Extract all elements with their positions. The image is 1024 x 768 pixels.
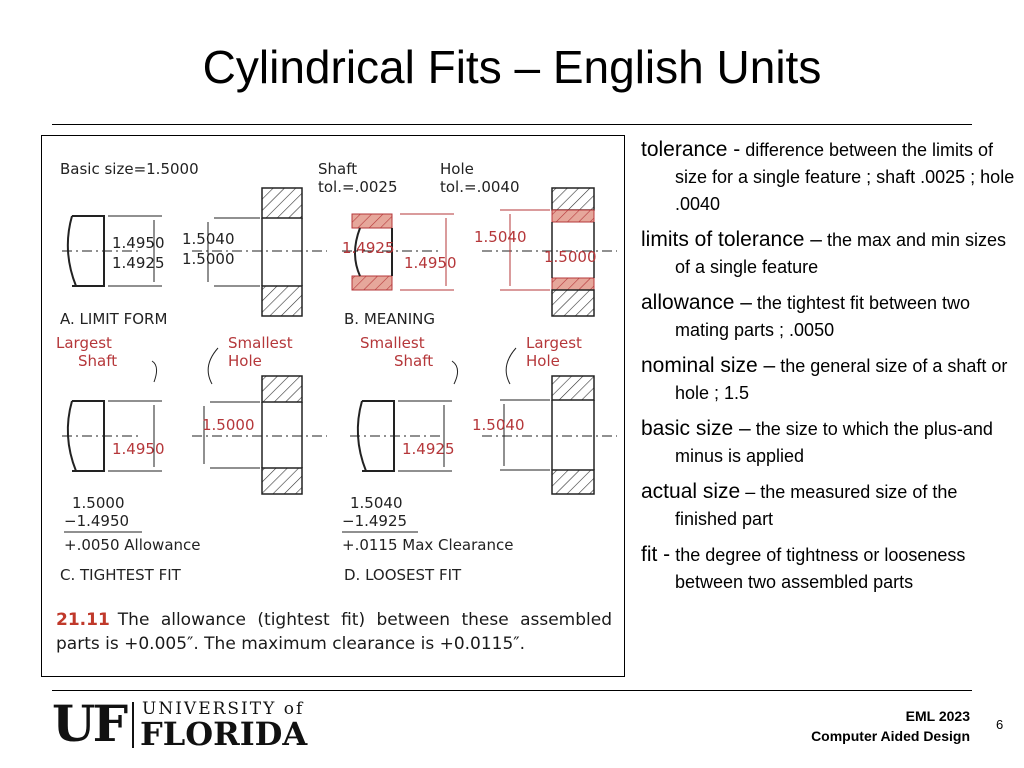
definition-text: the size to which the plus-and minus is … <box>675 419 993 466</box>
d-largest-hole-1: Largest <box>526 334 582 352</box>
definition-allowance: allowance – the tightest fit between two… <box>641 289 1019 344</box>
definition-limits-of-tolerance: limits of tolerance – the max and min si… <box>641 226 1019 281</box>
definition-text: the degree of tightness or looseness bet… <box>675 545 966 592</box>
d-smallest-shaft-1: Smallest <box>360 334 425 352</box>
section-a-limit-form: 1.4950 1.4925 1.5040 1.5000 A. LIMIT FOR… <box>60 187 327 328</box>
c-largest-shaft-1: Largest <box>56 334 112 352</box>
fits-diagram: Basic size=1.5000 Shaft tol.=.0025 Hole … <box>56 160 617 584</box>
uf-logo-mark: UF <box>52 694 128 753</box>
definition-text: the max and min sizes of a single featur… <box>675 230 1007 277</box>
course-name: Computer Aided Design <box>811 728 970 744</box>
bottom-divider <box>52 690 972 691</box>
definition-text: the tightest fit between two mating part… <box>675 293 971 340</box>
dim-d-shaft: 1.4925 <box>402 440 455 458</box>
label-b: B. MEANING <box>344 310 435 328</box>
course-info: EML 2023 Computer Aided Design <box>811 706 970 746</box>
top-divider <box>52 124 972 125</box>
c-largest-shaft-2: Shaft <box>78 352 117 370</box>
label-c: C. TIGHTEST FIT <box>60 566 182 584</box>
uf-logo-florida: FLORIDA <box>140 715 308 753</box>
c-smallest-hole-1: Smallest <box>228 334 293 352</box>
label-a: A. LIMIT FORM <box>60 310 167 328</box>
section-b-meaning: 1.4925 1.4950 1.5040 1.5000 B. MEANING <box>342 187 617 328</box>
definition-basic-size: basic size – the size to which the plus-… <box>641 415 1019 470</box>
course-code: EML 2023 <box>905 708 970 724</box>
d-calc-1: 1.5040 <box>350 494 403 512</box>
uf-logo: UF UNIVERSITY of FLORIDA <box>52 694 342 753</box>
term: allowance – <box>641 291 752 314</box>
figure-21-11: Basic size=1.5000 Shaft tol.=.0025 Hole … <box>41 135 625 677</box>
slide-title: Cylindrical Fits – English Units <box>202 41 822 93</box>
label-d: D. LOOSEST FIT <box>344 566 462 584</box>
definitions-list: tolerance - difference between the limit… <box>641 136 1019 604</box>
d-calc-2: −1.4925 <box>342 512 407 530</box>
logo-divider <box>132 702 134 748</box>
definition-tolerance: tolerance - difference between the limit… <box>641 136 1019 218</box>
c-smallest-hole-2: Hole <box>228 352 262 370</box>
d-smallest-shaft-2: Shaft <box>394 352 433 370</box>
d-calc-3: +.0115 Max Clearance <box>342 536 513 554</box>
section-d-loosest-fit: Smallest Shaft Largest Hole 1.4925 1.504… <box>342 334 617 584</box>
dim-a-shaft-max: 1.4950 <box>112 234 165 252</box>
hole-tol-label: tol.=.0040 <box>440 178 520 196</box>
dim-b-hole-outer: 1.5040 <box>474 228 527 246</box>
definition-text: the general size of a shaft or hole ; 1.… <box>675 356 1008 403</box>
dim-c-shaft: 1.4950 <box>112 440 165 458</box>
shaft-tol-label: tol.=.0025 <box>318 178 398 196</box>
definition-fit: fit - the degree of tightness or loosene… <box>641 541 1019 596</box>
dim-a-hole-max: 1.5040 <box>182 230 235 248</box>
dim-a-shaft-min: 1.4925 <box>112 254 165 272</box>
basic-size-label: Basic size=1.5000 <box>60 160 199 178</box>
term: fit - <box>641 543 671 566</box>
term: limits of tolerance – <box>641 228 822 251</box>
section-c-tightest-fit: Largest Shaft Smallest Hole 1.4950 1.500… <box>56 334 327 584</box>
uf-logo-university: UNIVERSITY of <box>142 699 305 719</box>
dim-a-hole-min: 1.5000 <box>182 250 235 268</box>
term: actual size <box>641 480 741 503</box>
definition-text: – the measured size of the finished part <box>675 482 958 529</box>
term: basic size – <box>641 417 751 440</box>
definition-text: difference between the limits of size fo… <box>675 140 1015 214</box>
dim-c-hole: 1.5000 <box>202 416 255 434</box>
caption-number: 21.11 <box>56 610 110 630</box>
term: nominal size – <box>641 354 776 377</box>
definition-nominal-size: nominal size – the general size of a sha… <box>641 352 1019 407</box>
c-calc-1: 1.5000 <box>72 494 125 512</box>
d-largest-hole-2: Hole <box>526 352 560 370</box>
caption-text: The allowance (tightest fit) between the… <box>56 610 612 654</box>
hole-label: Hole <box>440 160 474 178</box>
dim-d-hole: 1.5040 <box>472 416 525 434</box>
c-calc-2: −1.4950 <box>64 512 129 530</box>
c-calc-3: +.0050 Allowance <box>64 536 201 554</box>
page-number: 6 <box>996 717 1004 732</box>
dim-b-shaft: 1.4925 <box>342 239 395 257</box>
definition-actual-size: actual size – the measured size of the f… <box>641 478 1019 533</box>
dim-b-hole-left: 1.4950 <box>404 254 457 272</box>
dim-b-hole-inner: 1.5000 <box>544 248 597 266</box>
term: tolerance - <box>641 138 741 161</box>
shaft-label: Shaft <box>318 160 357 178</box>
